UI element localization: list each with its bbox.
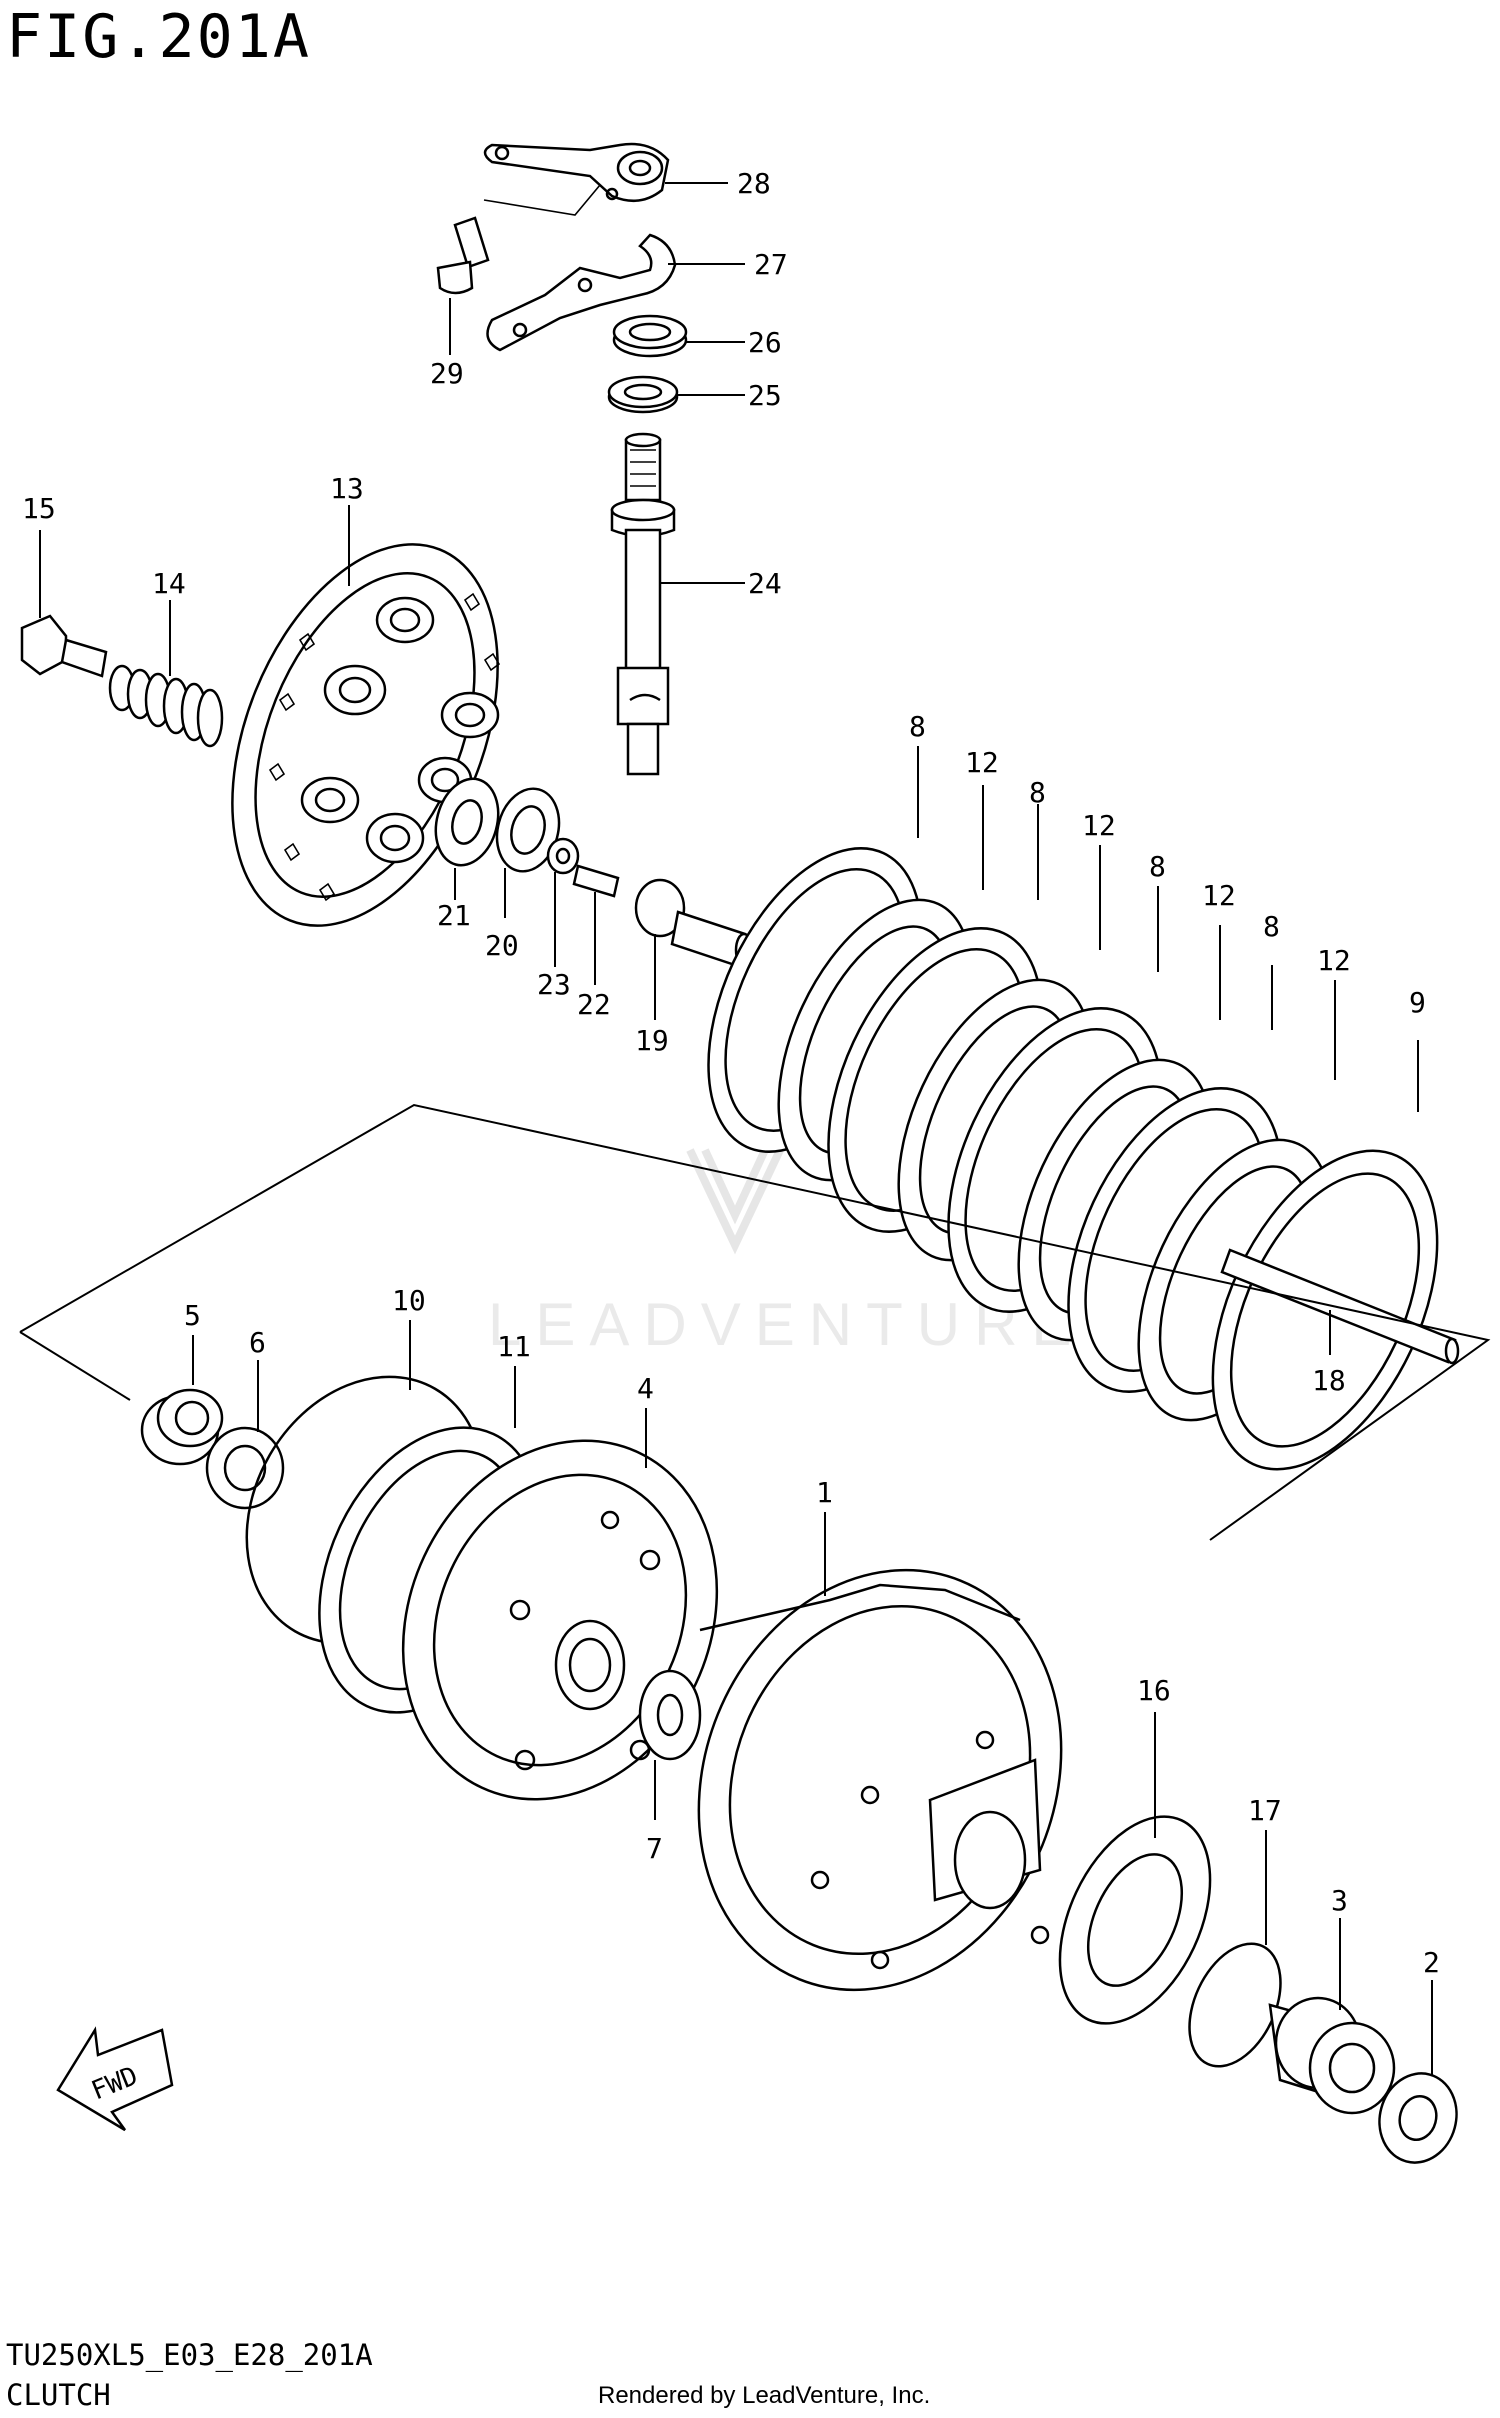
callout-9: 9 — [1409, 986, 1426, 1019]
figure-title: FIG.201A — [6, 2, 311, 72]
callout-15: 15 — [22, 492, 56, 525]
callout-17: 17 — [1248, 1794, 1282, 1827]
part-20-thrust-bearing — [495, 787, 561, 873]
leader-lines — [39, 182, 1433, 2075]
part-29-bolt — [436, 216, 490, 295]
part-28-clutch-release-lever — [483, 142, 670, 203]
part-16-primary-driven-gear — [1058, 1815, 1212, 2025]
part-25-oil-seal — [607, 375, 679, 414]
callout-20: 20 — [485, 929, 519, 962]
part-21-washer — [434, 777, 500, 867]
callout-1: 1 — [816, 1476, 833, 1509]
part-22-pin — [572, 864, 620, 898]
part-3-spacer — [1268, 1996, 1396, 2115]
part-2-thrust-washer — [1378, 2072, 1458, 2164]
part-5-nut — [140, 1388, 224, 1466]
callout-12-b: 12 — [1082, 809, 1116, 842]
callout-24: 24 — [748, 567, 782, 600]
part-19-pushrod — [634, 878, 754, 968]
callout-12-a: 12 — [965, 746, 999, 779]
callout-16: 16 — [1137, 1674, 1171, 1707]
part-15-bolt — [20, 614, 108, 678]
watermark-text: LEADVENTURE — [488, 1291, 1085, 1358]
callout-10: 10 — [392, 1284, 426, 1317]
part-13-pressure-plate — [231, 543, 501, 927]
part-4-clutch-sleeve-hub — [401, 1439, 719, 1801]
callout-27: 27 — [754, 248, 788, 281]
callout-5: 5 — [184, 1299, 201, 1332]
figure-code: TU250XL5_E03_E28_201A — [6, 2338, 373, 2372]
figure-caption: CLUTCH — [6, 2378, 111, 2412]
callout-labels: 28 27 26 25 24 29 15 14 13 21 20 23 22 1… — [22, 167, 1440, 1979]
callout-19: 19 — [635, 1024, 669, 1057]
callout-7: 7 — [646, 1832, 663, 1865]
part-1-primary-driven-gear-housing — [697, 1568, 1063, 1992]
callout-25: 25 — [748, 379, 782, 412]
callout-8-a: 8 — [909, 710, 926, 743]
callout-8-d: 8 — [1263, 910, 1280, 943]
callout-22: 22 — [577, 988, 611, 1021]
part-14-clutch-spring — [108, 664, 224, 748]
callout-21: 21 — [437, 899, 471, 932]
callout-4: 4 — [637, 1372, 654, 1405]
part-7-washer — [638, 1669, 702, 1761]
callout-12-d: 12 — [1317, 944, 1351, 977]
callout-14: 14 — [152, 567, 186, 600]
callout-29: 29 — [430, 357, 464, 390]
callout-28: 28 — [737, 167, 771, 200]
callout-8-c: 8 — [1149, 850, 1166, 883]
part-18-pushrod — [1220, 1248, 1460, 1365]
watermark-logo — [686, 1148, 784, 1255]
fwd-direction-arrow: FWD — [56, 2026, 174, 2132]
callout-26: 26 — [748, 326, 782, 359]
part-24-release-camshaft — [610, 432, 676, 776]
callout-13: 13 — [330, 472, 364, 505]
callout-18: 18 — [1312, 1364, 1346, 1397]
callout-6: 6 — [249, 1326, 266, 1359]
part-6-lock-washer — [205, 1426, 285, 1510]
rendered-by-credit: Rendered by LeadVenture, Inc. — [598, 2382, 931, 2409]
callout-2: 2 — [1423, 1946, 1440, 1979]
callout-11: 11 — [497, 1330, 531, 1363]
callout-12-c: 12 — [1202, 879, 1236, 912]
callout-8-b: 8 — [1029, 776, 1046, 809]
callout-23: 23 — [537, 968, 571, 1001]
callout-3: 3 — [1331, 1884, 1348, 1917]
assembly-group-outline — [19, 1103, 1491, 1541]
part-26-bearing — [612, 314, 688, 358]
part-23-nut — [546, 837, 580, 875]
